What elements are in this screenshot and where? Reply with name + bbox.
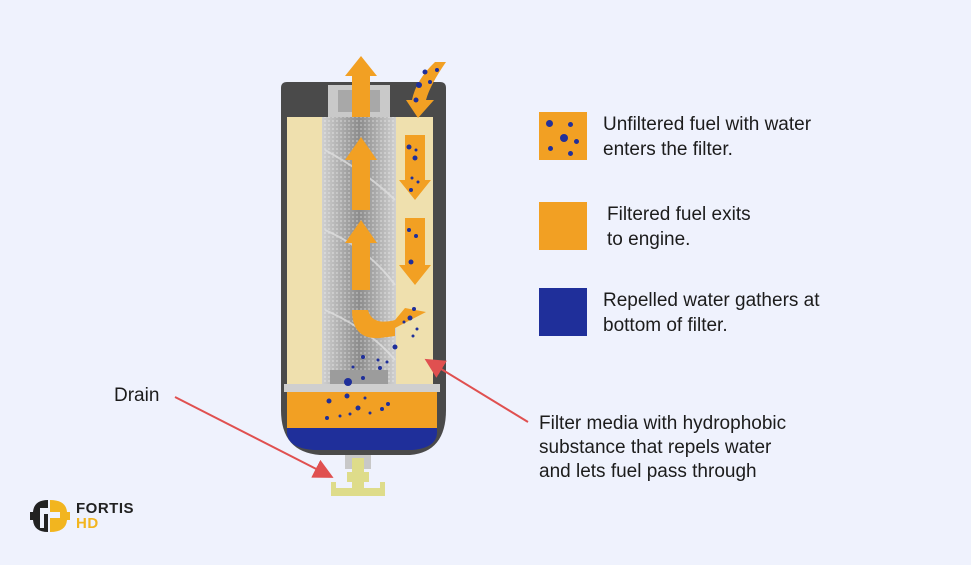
water-droplets: [325, 68, 439, 420]
media-arrow-down-2: [399, 218, 431, 285]
water-layer: [287, 428, 437, 450]
legend-text-water: Repelled water gathers at bottom of filt…: [603, 288, 820, 338]
fortis-hd-logo: FORTIS HD: [30, 498, 134, 534]
flow-arrows: [345, 56, 446, 339]
unfiltered-fuel-swatch: [539, 112, 587, 160]
legend-line: Unfiltered fuel with water: [603, 114, 812, 135]
core-arrow-up-1: [345, 137, 377, 210]
media-pointer-arrow: [424, 358, 529, 423]
legend-text-filtered: Filtered fuel exits to engine.: [607, 202, 751, 252]
water-swatch: [539, 288, 587, 336]
callout-line: Filter media with hydrophobic: [539, 413, 787, 434]
callout-line: and lets fuel pass through: [539, 461, 757, 482]
legend-line: to engine.: [607, 229, 691, 250]
drain-valve: [331, 455, 385, 496]
core-arrow-up-2: [345, 220, 377, 290]
drain-label: Drain: [114, 385, 160, 406]
media-arrow-down-1: [399, 135, 431, 200]
outlet-arrow: [345, 56, 377, 117]
u-turn-arrow: [352, 308, 426, 339]
legend-line: enters the filter.: [603, 139, 733, 160]
inlet-arrow: [406, 62, 446, 118]
legend-text-unfiltered: Unfiltered fuel with water enters the fi…: [603, 112, 811, 162]
drain-pointer-arrow: [174, 396, 334, 478]
legend-line: bottom of filter.: [603, 315, 728, 336]
logo-text-hd: HD: [76, 515, 99, 532]
callout-line: substance that repels water: [539, 437, 772, 458]
legend-item-water: Repelled water gathers at bottom of filt…: [539, 288, 820, 338]
filtered-fuel-swatch: [539, 202, 587, 250]
fuel-layer: [287, 392, 437, 428]
filter-media-label: Filter media with hydrophobic substance …: [539, 412, 786, 484]
legend-item-unfiltered: Unfiltered fuel with water enters the fi…: [539, 112, 811, 162]
legend-line: Filtered fuel exits: [607, 204, 751, 225]
legend-line: Repelled water gathers at: [603, 290, 820, 311]
legend-item-filtered: Filtered fuel exits to engine.: [539, 202, 751, 252]
logo-mark-icon: [30, 500, 70, 532]
logo-text-fortis: FORTIS: [76, 500, 134, 517]
